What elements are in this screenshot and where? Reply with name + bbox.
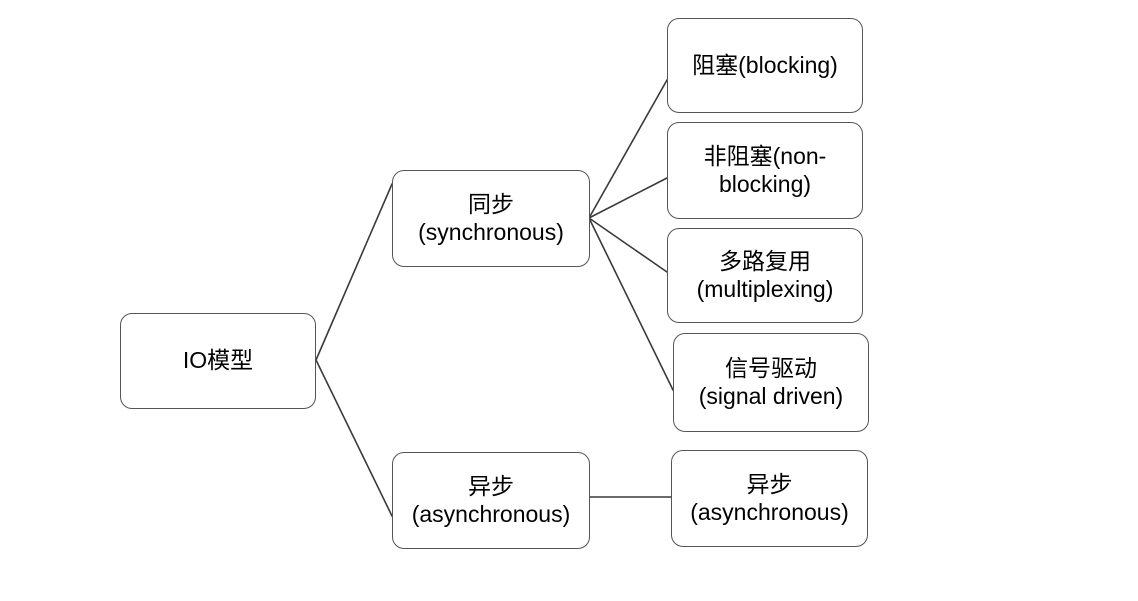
edge-sync-to-blocking [588, 79, 668, 219]
node-label-line2: (asynchronous) [690, 498, 849, 525]
node-multiplexing[interactable]: 多路复用 (multiplexing) [667, 228, 863, 323]
node-label-line2: (multiplexing) [696, 275, 834, 302]
node-label-line1: 同步 [468, 191, 514, 218]
node-label-line1: 非阻塞(non- [703, 143, 827, 170]
edge-sync-to-multiplex [588, 217, 668, 273]
node-label-line2: blocking) [718, 170, 812, 197]
node-label-line1: 异步 [746, 471, 793, 498]
node-synchronous[interactable]: 同步 (synchronous) [392, 170, 590, 267]
node-io-model[interactable]: IO模型 [120, 313, 316, 409]
node-label-line1: IO模型 [182, 347, 254, 374]
node-blocking[interactable]: 阻塞(blocking) [667, 18, 863, 113]
node-label-line2: (synchronous) [418, 218, 564, 245]
node-label-line2: (signal driven) [698, 382, 844, 409]
node-label-line1: 阻塞(blocking) [692, 51, 838, 78]
edge-root-to-async [315, 359, 393, 517]
edge-sync-to-signal [588, 217, 674, 391]
node-non-blocking[interactable]: 非阻塞(non- blocking) [667, 122, 863, 219]
node-label-line2: (asynchronous) [411, 500, 571, 527]
node-asynchronous[interactable]: 异步 (asynchronous) [392, 452, 590, 549]
node-label-line1: 多路复用 [719, 248, 811, 275]
node-label-line1: 异步 [468, 473, 514, 500]
node-label-line1: 信号驱动 [725, 355, 817, 382]
edge-root-to-sync [315, 183, 393, 361]
node-asynchronous-detail[interactable]: 异步 (asynchronous) [671, 450, 868, 547]
node-signal-driven[interactable]: 信号驱动 (signal driven) [673, 333, 869, 432]
edge-sync-to-nonblock [588, 177, 668, 219]
